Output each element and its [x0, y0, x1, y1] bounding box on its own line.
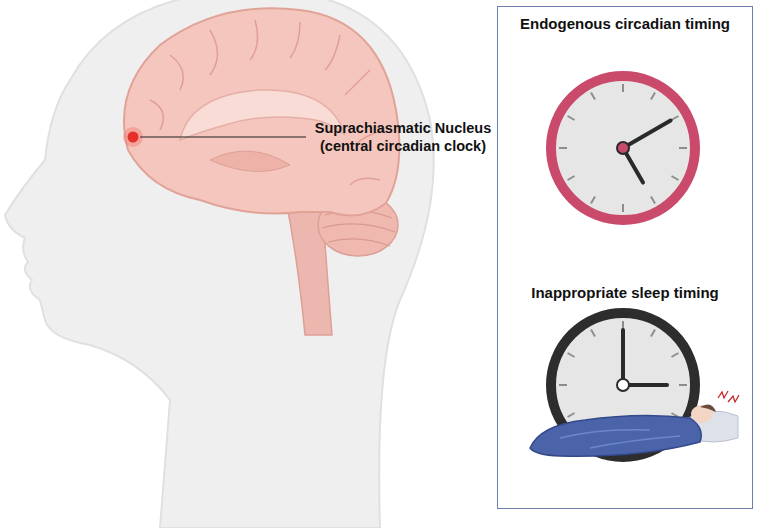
circadian-clock [551, 76, 695, 220]
panel-heading: Inappropriate sleep timing [498, 284, 752, 301]
structure-label: Suprachiasmatic Nucleus (central circadi… [312, 119, 494, 155]
head-silhouette [5, 0, 434, 528]
leader-line [140, 137, 306, 138]
scn-dot [128, 132, 139, 143]
brain-gyri [150, 20, 385, 185]
sleeping-person [530, 391, 739, 456]
brain [124, 8, 399, 215]
panel-heading: Endogenous circadian timing [498, 15, 752, 32]
panel-box: Endogenous circadian timingInappropriate… [497, 6, 753, 509]
thalamus [210, 151, 290, 171]
